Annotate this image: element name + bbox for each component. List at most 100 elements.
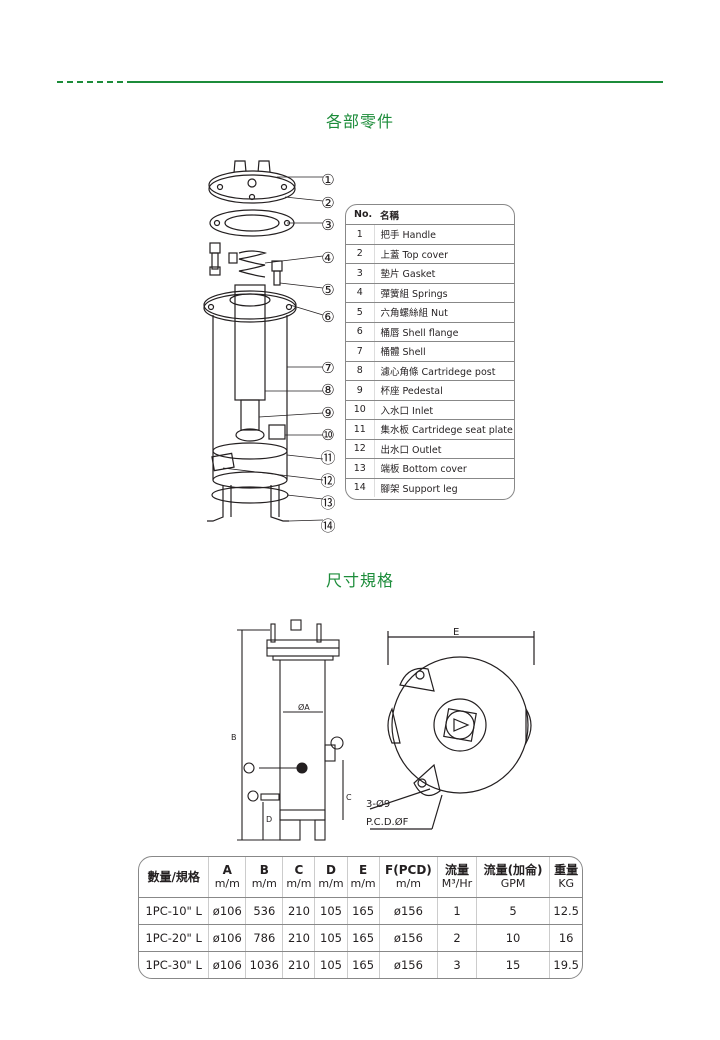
parts-row-name: 桶唇 Shell flange (374, 322, 514, 342)
parts-row-no: 14 (346, 478, 375, 497)
callout-9: ⑨ (321, 403, 335, 422)
pcd-label: P.C.D.ØF (366, 816, 409, 828)
callout-5: ⑤ (321, 281, 335, 300)
callout-2: ② (321, 193, 335, 212)
parts-row-no: 2 (346, 244, 375, 264)
parts-row-name: 彈簧組 Springs (374, 283, 514, 303)
parts-header-name: 名稱 (374, 205, 514, 225)
spec-header-unit: m/m (214, 877, 240, 890)
spec-header-unit: m/m (395, 877, 421, 890)
header-solid-rule (127, 81, 663, 83)
spec-header-title: F(PCD) (385, 863, 432, 877)
parts-row-name: 出水口 Outlet (374, 439, 514, 459)
spec-cell: ø106 (208, 897, 247, 925)
spec-cell: 1PC-10" L (139, 897, 210, 925)
spec-cell: 105 (314, 924, 348, 952)
parts-row-no: 7 (346, 341, 375, 362)
exploded-view-drawing (203, 160, 324, 522)
spec-cell: 1PC-20" L (139, 924, 210, 952)
parts-row-name: 集水板 Cartridege seat plate (374, 419, 514, 440)
parts-row-name: 杯座 Pedestal (374, 380, 514, 401)
spec-header-title: 重量 (554, 863, 579, 877)
spec-header-cell: 流量(加侖)GPM (476, 857, 551, 898)
spec-cell: ø156 (379, 951, 439, 978)
spec-header-unit: GPM (500, 877, 526, 890)
spec-cell: 536 (245, 897, 284, 925)
spec-cell: 165 (347, 924, 380, 952)
spec-header-unit: M³/Hr (441, 877, 473, 890)
callout-4: ④ (321, 248, 335, 267)
spec-cell: 1PC-30" L (139, 951, 210, 978)
spec-header-title: 數量/規格 (147, 870, 200, 884)
callout-10: ⑩ (321, 426, 335, 445)
callout-7: ⑦ (321, 358, 335, 377)
callout-11: ⑪ (320, 448, 336, 467)
spec-cell: 12.5 (549, 897, 582, 925)
spec-header-title: A (222, 863, 232, 877)
parts-row-no: 13 (346, 458, 375, 479)
parts-row-no: 11 (346, 419, 375, 440)
parts-row-name: 入水口 Inlet (374, 400, 514, 420)
spec-header-cell: F(PCD)m/m (379, 857, 439, 898)
spec-cell: 16 (549, 924, 582, 952)
spec-cell: 10 (476, 924, 551, 952)
spec-cell: ø156 (379, 897, 439, 925)
spec-header-cell: 數量/規格 (139, 857, 210, 898)
parts-row-name: 腳架 Support leg (380, 483, 458, 495)
spec-cell: 19.5 (553, 958, 579, 972)
spec-cell: ø106 (208, 924, 247, 952)
spec-cell: 165 (347, 951, 380, 978)
dimensions-section-title: 尺寸規格 (325, 571, 394, 590)
parts-row: 14 腳架 Support leg (346, 478, 514, 497)
callout-column: ① ② ③ ④ ⑤ ⑥ ⑦ ⑧ ⑨ ⑩ ⑪ ⑫ ⑬ ⑭ (318, 169, 338, 537)
spec-header-title: D (326, 863, 336, 877)
parts-header-no: No. (346, 205, 374, 225)
dim-phia-label: ØA (298, 702, 310, 712)
callout-12: ⑫ (320, 471, 336, 490)
holes-label: 3-Ø9 (366, 798, 390, 810)
spec-header-unit: KG (558, 877, 575, 890)
spec-cell: 1036 (245, 951, 284, 978)
parts-row-no: 5 (346, 302, 375, 323)
spec-cell: 15 (476, 951, 551, 978)
parts-row-no: 3 (346, 263, 375, 284)
parts-row-name: 上蓋 Top cover (374, 244, 514, 264)
side-elevation-drawing: B ØA C D (231, 619, 352, 841)
header-dashed-rule (57, 81, 123, 83)
parts-row-no: 12 (346, 439, 375, 459)
spec-header-title: B (259, 863, 269, 877)
spec-header-title: E (358, 863, 368, 877)
parts-section-title: 各部零件 (325, 112, 394, 131)
callout-3: ③ (321, 216, 335, 235)
spec-cell: 210 (282, 951, 316, 978)
spec-cell: 105 (314, 951, 348, 978)
callout-6: ⑥ (321, 307, 335, 326)
dim-d-label: D (266, 815, 272, 824)
spec-cell: 210 (282, 924, 316, 952)
parts-row-no: 4 (346, 283, 375, 303)
spec-header-title: 流量(加侖) (483, 863, 543, 877)
dim-e-label: E (453, 627, 459, 638)
